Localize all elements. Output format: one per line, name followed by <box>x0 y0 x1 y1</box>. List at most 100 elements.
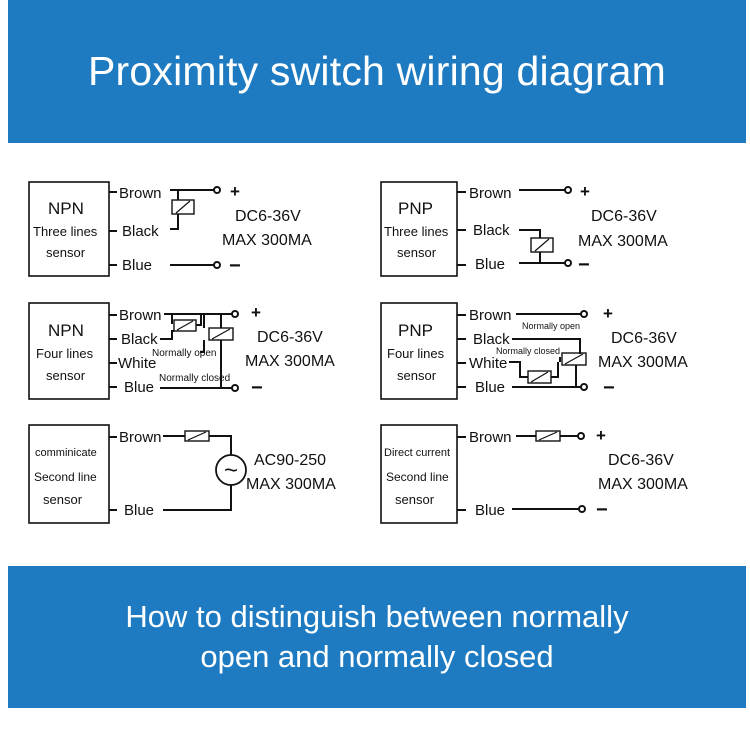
npn-three-wire-diagram: NPN Three lines sensor Brown Black Blue … <box>28 181 312 277</box>
relay-slash <box>534 238 550 252</box>
load-wire <box>509 357 561 378</box>
sensor-subtitle: Second line <box>386 470 449 484</box>
load-wire <box>170 189 179 230</box>
sensor-box <box>380 424 458 524</box>
sensor-subtitle: sensor <box>395 492 435 507</box>
dc-two-wire-diagram: Direct current Second line sensor Brown … <box>380 424 688 524</box>
plus-sign: + <box>580 182 590 201</box>
minus-sign: − <box>596 499 608 521</box>
voltage-label: DC6-36V <box>235 208 301 225</box>
load-relay <box>171 199 195 215</box>
load-relay-nc <box>527 370 552 384</box>
sensor-box <box>28 424 110 524</box>
load-wire <box>160 314 202 340</box>
terminal <box>577 432 585 440</box>
wire-label: Black <box>473 222 510 239</box>
voltage-label: DC6-36V <box>608 452 674 469</box>
current-label: MAX 300MA <box>578 233 668 250</box>
voltage-label: DC6-36V <box>591 208 657 225</box>
ac-two-wire-diagram: comminicate Second line sensor Brown Blu… <box>28 424 336 524</box>
terminal <box>231 310 239 318</box>
wire-label: Blue <box>124 379 154 396</box>
relay-slash <box>176 320 194 331</box>
sensor-type: NPN <box>48 199 84 218</box>
sensor-subtitle: Three lines <box>384 224 449 239</box>
footer-banner: How to distinguish between normally open… <box>8 566 746 708</box>
footer-line-1: How to distinguish between normally <box>125 599 629 634</box>
plus-sign: + <box>230 182 240 201</box>
voltage-label: DC6-36V <box>611 330 677 347</box>
pnp-four-wire-diagram: PNP Four lines sensor Brown Black White … <box>380 302 688 400</box>
wire-label: Blue <box>124 502 154 519</box>
ac-symbol: ~ <box>224 457 238 484</box>
wire-label: Brown <box>469 429 512 446</box>
sensor-subtitle: sensor <box>46 368 86 383</box>
voltage-label: AC90-250 <box>254 452 326 469</box>
sensor-subtitle: sensor <box>397 245 437 260</box>
current-label: MAX 300MA <box>598 476 688 493</box>
sensor-subtitle: sensor <box>43 492 83 507</box>
wire-label: Black <box>473 331 510 348</box>
terminal <box>213 261 221 269</box>
wire-blue <box>163 485 232 511</box>
relay-slash <box>175 200 191 214</box>
normally-open-label: Normally open <box>522 321 580 331</box>
wire-label: Black <box>121 331 158 348</box>
plus-sign: + <box>596 426 606 445</box>
npn-four-wire-diagram: NPN Four lines sensor Brown Black White … <box>28 302 335 400</box>
minus-sign: − <box>578 254 590 276</box>
wire-label: Blue <box>475 379 505 396</box>
sensor-type: Direct current <box>384 447 450 459</box>
header-banner: Proximity switch wiring diagram <box>8 0 746 143</box>
load-wire <box>512 338 581 354</box>
wire-label: Brown <box>119 307 162 324</box>
sensor-type: NPN <box>48 321 84 340</box>
sensor-subtitle: sensor <box>397 368 437 383</box>
relay-slash <box>538 431 558 441</box>
minus-sign: − <box>603 377 615 399</box>
sensor-subtitle: Four lines <box>36 346 94 361</box>
load-relay <box>530 237 554 253</box>
terminal <box>564 259 572 267</box>
minus-sign: − <box>251 377 263 399</box>
wire-label: Brown <box>119 185 162 202</box>
wire-label: Brown <box>469 307 512 324</box>
sensor-box <box>380 302 458 400</box>
wire-label: Brown <box>469 185 512 202</box>
sensor-subtitle: Four lines <box>387 346 445 361</box>
wire-label: White <box>118 355 156 372</box>
current-label: MAX 300MA <box>245 353 335 370</box>
terminal <box>564 186 572 194</box>
sensor-box <box>28 181 110 277</box>
relay-slash <box>187 431 207 441</box>
sensor-subtitle: Three lines <box>33 224 98 239</box>
sensor-box <box>28 302 110 400</box>
wire-label: White <box>469 355 507 372</box>
terminal <box>213 186 221 194</box>
plus-sign: + <box>603 304 613 323</box>
current-label: MAX 300MA <box>222 232 312 249</box>
terminal <box>578 505 586 513</box>
terminal <box>580 383 588 391</box>
minus-sign: − <box>229 255 241 277</box>
wire-label: Brown <box>119 429 162 446</box>
normally-closed-label: Normally closed <box>496 346 560 356</box>
footer-line-2: open and normally closed <box>200 639 554 674</box>
terminal <box>580 310 588 318</box>
sensor-type: PNP <box>398 321 433 340</box>
normally-open-label: Normally open <box>152 348 216 359</box>
voltage-label: DC6-36V <box>257 329 323 346</box>
wire-label: Blue <box>475 256 505 273</box>
load-relay-no <box>561 352 587 366</box>
current-label: MAX 300MA <box>246 476 336 493</box>
sensor-type: PNP <box>398 199 433 218</box>
pnp-three-wire-diagram: PNP Three lines sensor Brown Black Blue … <box>380 181 668 277</box>
current-label: MAX 300MA <box>598 354 688 371</box>
load-wire <box>200 314 205 353</box>
sensor-type: comminicate <box>35 447 97 459</box>
sensor-subtitle: Second line <box>34 470 97 484</box>
wire-label: Blue <box>122 257 152 274</box>
load-wire <box>519 229 541 263</box>
wire-label: Blue <box>475 502 505 519</box>
relay-slash <box>530 371 549 383</box>
